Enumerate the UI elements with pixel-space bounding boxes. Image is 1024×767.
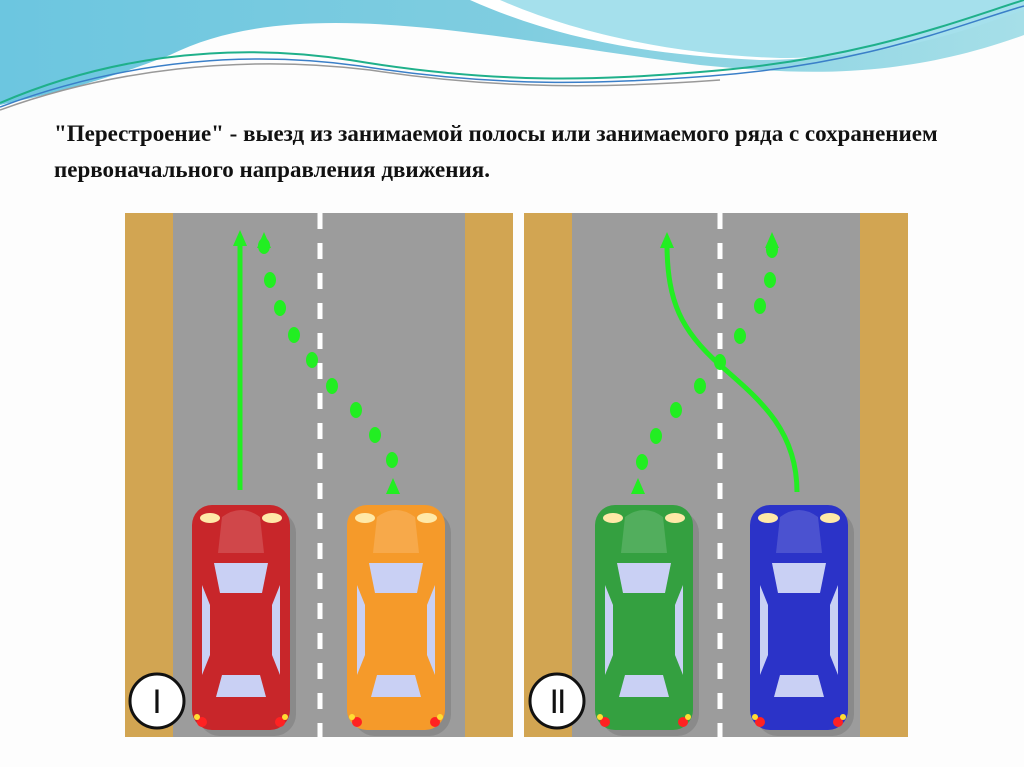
taillight [755, 717, 765, 727]
headlight [820, 513, 840, 523]
side-window [760, 585, 768, 675]
side-window [272, 585, 280, 675]
trajectory-dot [764, 272, 776, 288]
taillight [275, 717, 285, 727]
panel-label-2: II [550, 683, 565, 721]
arrow-head-icon [765, 232, 779, 248]
trajectory-dot [306, 352, 318, 368]
arrow-head-icon [233, 230, 247, 246]
rear-window [774, 675, 824, 697]
arrow-head-icon [660, 232, 674, 248]
trajectory-dot [369, 427, 381, 443]
trajectory-dot [670, 402, 682, 418]
trajectory-dot [734, 328, 746, 344]
trajectory-dot [714, 354, 726, 370]
panel-label-circle [528, 672, 586, 730]
windshield [617, 563, 671, 593]
indicator [752, 714, 758, 720]
headlight [758, 513, 778, 523]
side-window [830, 585, 838, 675]
side-window [357, 585, 365, 675]
panel-label-circle [128, 672, 186, 730]
indicator [349, 714, 355, 720]
taillight [833, 717, 843, 727]
taillight [678, 717, 688, 727]
car [595, 505, 699, 736]
header-wave-decoration [0, 0, 1024, 111]
car [192, 505, 296, 736]
taillight [600, 717, 610, 727]
arrow-head-icon [257, 232, 271, 248]
side-window [675, 585, 683, 675]
panel-label-1: I [152, 683, 161, 721]
taillight [352, 717, 362, 727]
side-window [427, 585, 435, 675]
rear-window [371, 675, 421, 697]
headlight [665, 513, 685, 523]
trajectory-dot [754, 298, 766, 314]
indicator [840, 714, 846, 720]
trajectory-dot [274, 300, 286, 316]
trajectory-dot [694, 378, 706, 394]
headlight [262, 513, 282, 523]
windshield [214, 563, 268, 593]
trajectory-dot [636, 454, 648, 470]
headlight [417, 513, 437, 523]
trajectory-dot [650, 428, 662, 444]
car-body [347, 505, 445, 730]
trajectory-dot [288, 327, 300, 343]
arrow-head-icon [386, 478, 400, 494]
taillight [197, 717, 207, 727]
rear-window [619, 675, 669, 697]
windshield [772, 563, 826, 593]
trajectory-dot [350, 402, 362, 418]
car [750, 505, 854, 736]
arrow-head-icon [631, 478, 645, 494]
rear-window [216, 675, 266, 697]
indicator [597, 714, 603, 720]
car-hood [373, 510, 419, 553]
panel-1 [125, 213, 513, 737]
car-body [595, 505, 693, 730]
indicator [194, 714, 200, 720]
taillight [430, 717, 440, 727]
windshield [369, 563, 423, 593]
trajectory-dot [326, 378, 338, 394]
headlight [603, 513, 623, 523]
headlight [355, 513, 375, 523]
trajectory-dot [264, 272, 276, 288]
side-window [202, 585, 210, 675]
car-hood [776, 510, 822, 553]
trajectory-dot [386, 452, 398, 468]
indicator [437, 714, 443, 720]
car [347, 505, 451, 736]
car-body [750, 505, 848, 730]
slide-title: "Перестроение" - выезд из занимаемой пол… [54, 121, 938, 182]
car-hood [621, 510, 667, 553]
car-hood [218, 510, 264, 553]
car-body [192, 505, 290, 730]
indicator [685, 714, 691, 720]
side-window [605, 585, 613, 675]
panel-2 [524, 213, 908, 737]
indicator [282, 714, 288, 720]
headlight [200, 513, 220, 523]
